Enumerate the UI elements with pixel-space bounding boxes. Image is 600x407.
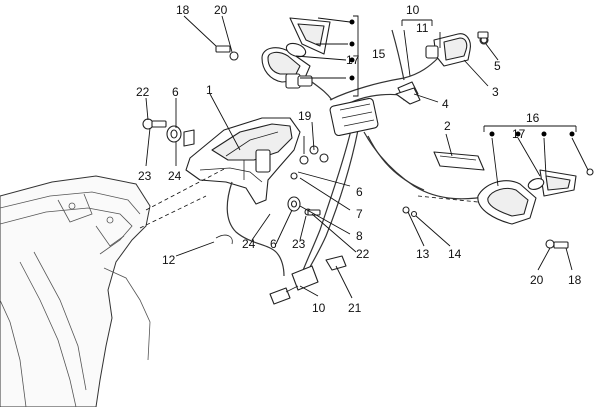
callout-23-left: 23 [138,169,152,183]
callout-16: 16 [526,111,540,125]
callout-6-mid: 6 [356,185,363,199]
callout-labels: 18 20 10 11 5 3 4 2 15 17 17 1 22 6 23 2… [136,3,582,315]
callout-19: 19 [298,109,312,123]
callout-22-bottom: 22 [356,247,370,261]
rear-right-indicator-group [477,168,594,225]
license-plate-reflector [433,151,485,171]
bullet-dots [349,19,575,137]
callout-13: 13 [416,247,430,261]
callout-10: 10 [406,3,420,17]
callout-7: 7 [356,207,363,221]
callout-17: 17 [346,53,360,67]
alignment-lines [139,167,479,229]
callout-18: 18 [176,3,190,17]
callout-1: 1 [206,83,213,97]
callout-11: 11 [416,21,429,35]
callout-6-top: 6 [172,85,179,99]
tail-light-housing [185,117,301,205]
rear-frame [0,175,151,407]
callout-24-bottom: 24 [242,237,256,251]
callout-20: 20 [214,3,228,17]
callout-14: 14 [448,247,462,261]
callout-17-right: 17 [512,127,526,141]
callout-22-top: 22 [136,85,150,99]
tail-light-wire [226,181,285,277]
callout-24-left: 24 [168,169,182,183]
callout-15: 15 [372,47,386,61]
leader-lines [145,15,589,299]
callout-4: 4 [442,97,449,111]
wiring-harness [269,29,491,305]
callout-12: 12 [162,253,176,267]
left-indicator-group [261,17,333,101]
wire-clip [395,87,421,105]
callout-10-bottom: 10 [312,301,326,315]
callout-3: 3 [492,85,499,99]
callout-6-bottom: 6 [270,237,277,251]
callout-8: 8 [356,229,363,243]
callout-5: 5 [494,59,501,73]
callout-21: 21 [348,301,362,315]
hardware-small-parts [142,31,569,271]
callout-18-bottom: 18 [568,273,582,287]
callout-23-bottom: 23 [292,237,306,251]
callout-20-bottom: 20 [530,273,544,287]
callout-2: 2 [444,119,451,133]
